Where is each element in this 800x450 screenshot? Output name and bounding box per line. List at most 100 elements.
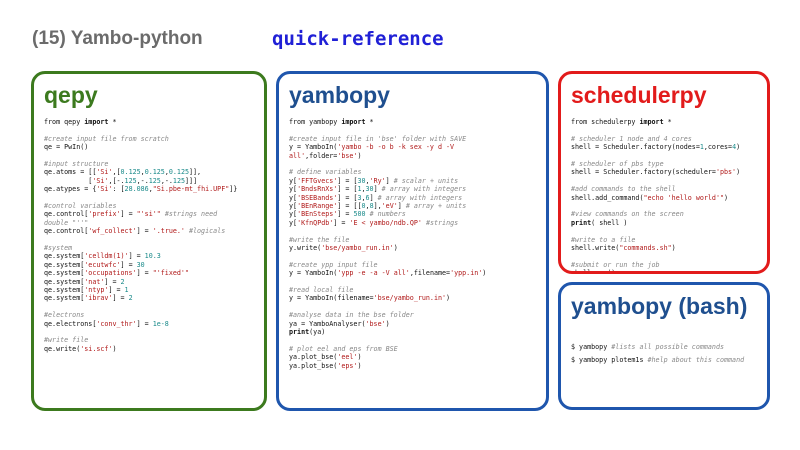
code-string: 'eel' [337,353,358,362]
code-token: ] = [337,210,354,219]
yambopy-code-block: from yambopy import * #create input file … [289,118,540,370]
code-comment: double "''" [44,218,89,227]
code-comment: #electrons [44,311,85,320]
code-token: , [365,202,370,211]
code-string: 'BndsRnXs' [297,185,338,194]
code-comment: #create ypp input file [289,260,378,269]
code-line: #system [44,244,258,252]
qepy-code-block: from qepy import *#create input file fro… [44,118,258,353]
code-token: ) [724,193,729,202]
code-keyword: print [289,328,310,337]
code-string: 'conv_thr' [96,319,137,328]
code-line: all',folder='bse') [289,152,540,160]
code-string: 'ntyp' [84,286,109,295]
code-comment: #read local file [289,286,354,295]
code-token: shell.write( [571,244,620,253]
code-token: ] = [136,227,153,236]
code-comment: #create input file in 'bse' folder with … [289,134,467,143]
code-token: , [361,193,366,202]
code-line: from yambopy import * [289,118,540,126]
code-token: qe.control[ [44,210,89,219]
code-token: , [365,176,370,185]
code-token: ) [385,319,390,328]
code-keyword: print [571,218,592,227]
code-token: qe.system[ [44,260,85,269]
code-string: 'wf_collect' [88,227,137,236]
code-string: 'bse/yambo_run.in' [373,294,447,303]
code-token: ) [482,269,487,278]
code-line: y = YamboIn(filename='bse/yambo_run.in') [289,294,540,302]
code-token: ) [357,361,362,370]
code-token: qe.system[ [44,252,85,261]
code-keyword: import [84,118,109,126]
code-line: qe.control['prefix'] = "'si'" #strings n… [44,210,258,218]
code-token: * [663,118,672,126]
code-line: #analyse data in the bse folder [289,311,540,319]
code-line: qe.electrons['conv_thr'] = 1e-8 [44,320,258,328]
code-line: # scheduler of pbs type [571,160,761,168]
code-token: ]} [229,185,238,194]
code-token: $ yambopy plotem1s [571,355,648,364]
code-number: 0.125 [144,168,165,177]
code-comment: #add commands to the shell [571,185,676,194]
code-token: qe.write( [44,344,81,353]
code-line: y = YamboIn('ypp -e -a -V all',filename=… [289,269,540,277]
code-string: 'si.scf' [80,344,113,353]
page-title: (15) Yambo-python [32,28,203,49]
code-token: y = YamboIn( [289,269,338,278]
code-string: '.true.' [152,227,185,236]
code-token: , [148,185,153,194]
code-number: 0.125 [168,168,189,177]
code-line: double "''" [44,219,258,227]
code-line: qe.write('si.scf') [44,345,258,353]
code-string: 'bse' [337,151,358,160]
code-token: y.write( [289,244,322,253]
code-token: qe.system[ [44,269,85,278]
code-line: # define variables [289,168,540,176]
code-token: ] [369,193,378,202]
code-line: #write the file [289,236,540,244]
code-string: 'occupations' [84,269,137,278]
code-line: #add commands to the shell [571,185,761,193]
code-string: 'yambo -b -o b -k sex -y d -V [337,143,455,152]
code-line: shell.write("commands.sh") [571,244,761,252]
code-token: qe.system[ [44,294,85,303]
code-token: shell.run() [571,269,616,274]
code-number: 125 [124,176,137,185]
code-token: ] = [136,269,153,278]
code-number: 1 [699,143,704,152]
code-token: ) [357,151,362,160]
code-line [289,126,540,134]
code-string: "Si.pbe-mt_fhi.UPF" [152,185,230,194]
code-string: 'Si' [96,168,113,177]
code-comment: #input structure [44,160,109,168]
code-string: "'fixed'" [152,269,189,278]
code-line: #input structure [44,160,258,168]
code-string: 'ecutwfc' [84,260,121,269]
code-string: 'BEnRange' [297,202,338,211]
code-number: 4 [732,143,737,152]
code-token: ] = [ [337,185,358,194]
code-line [571,152,761,160]
code-string: "'si'" [136,210,161,219]
code-line [44,303,258,311]
yambopy-bash-panel: yambopy (bash) $ yambopy #lists all poss… [558,282,770,410]
code-comment: # array with integers [377,193,463,202]
code-line: shell.add_command("echo 'hello world'") [571,194,761,202]
code-token: ,folder= [305,151,338,160]
code-line: #view commands on the screen [571,210,761,218]
code-token: shell = Scheduler.factory(scheduler= [571,168,716,177]
code-line: #create input file in 'bse' folder with … [289,135,540,143]
code-line: print(ya) [289,328,540,336]
code-number: 1 [124,286,129,295]
code-comment: #help about this command [647,355,745,364]
code-token: qe.atoms = [[ [44,168,97,177]
code-string: 'ibrav' [84,294,113,303]
code-token: ,cores= [703,143,733,152]
code-comment: # numbers [369,210,406,219]
code-line: qe.system['ecutwfc'] = 30 [44,261,258,269]
code-number: 30 [365,185,374,194]
code-line: y['BSEBands'] = [3,6] # array with integ… [289,194,540,202]
code-string: 'bse/yambo_run.in' [321,244,394,253]
code-token: ] [373,185,382,194]
